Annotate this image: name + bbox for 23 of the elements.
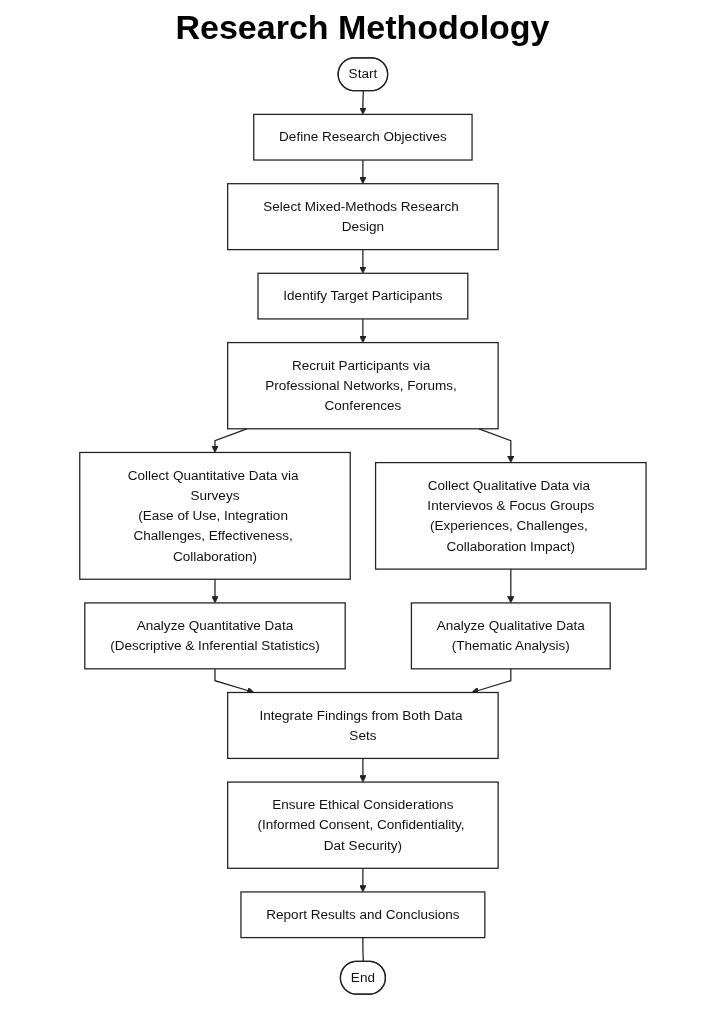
- node-box: Ensure Ethical Considerations (Informed Consent, Confidentiality, Dat Security): [226, 781, 499, 869]
- arrow: [477, 428, 515, 463]
- arrow: [358, 90, 367, 115]
- node-box: Integrate Findings from Both Data Sets: [226, 691, 499, 760]
- arrow: [358, 757, 367, 783]
- node-box: Collect Qualitative Data via Intervievos & Focus Groups (Experiences, Challenges, Collaboration Impact): [374, 461, 647, 570]
- node-box: Collect Quantitative Data via Surveys (Ease of Use, Integration Challenges, Effectiveness, Collaboration): [78, 451, 351, 580]
- node-box: Analyze Quantitative Data (Descriptive & Inferential Statistics): [83, 602, 346, 670]
- arrow: [506, 568, 515, 604]
- arrow: [358, 159, 367, 185]
- node-box: Analyze Qualitative Data (Thematic Analysis): [410, 602, 611, 670]
- node-box: Select Mixed-Methods Research Design: [226, 183, 499, 251]
- node-box: Identify Target Participants: [256, 272, 469, 320]
- arrow: [358, 249, 367, 274]
- node-box: Report Results and Conclusions: [239, 891, 486, 939]
- arrow: [358, 318, 367, 343]
- arrow: [358, 867, 367, 893]
- connector: [361, 936, 364, 963]
- arrow: [210, 578, 219, 604]
- node-box: Recruit Participants via Professional Networks, Forums, Conferences: [226, 341, 499, 430]
- diagram-title: Research Methodology: [175, 8, 550, 47]
- arrow: [210, 428, 248, 453]
- node-box: Define Research Objectives: [252, 113, 473, 161]
